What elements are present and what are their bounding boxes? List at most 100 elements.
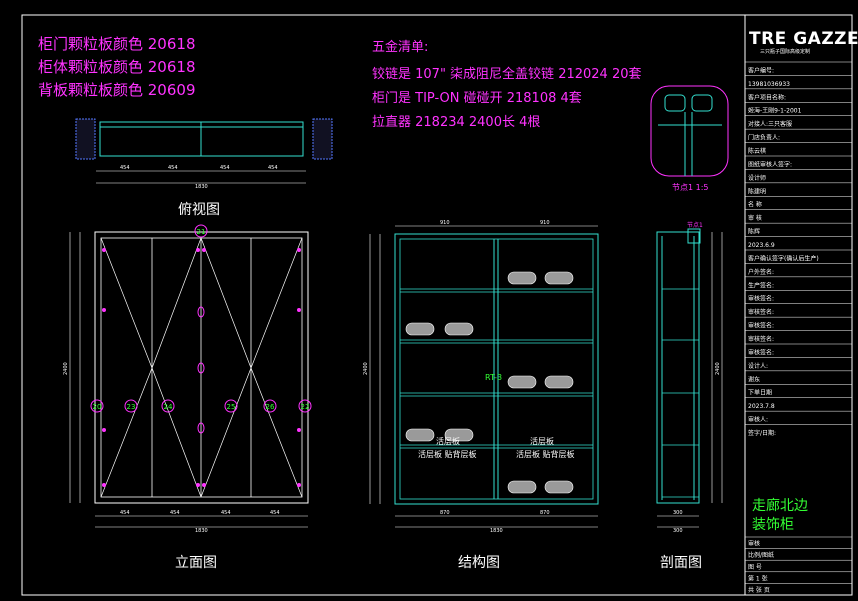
shelf-note: 活层板 xyxy=(436,436,460,446)
hinge-dot xyxy=(297,248,301,252)
title-block-cell: 户外签名: xyxy=(748,268,774,276)
title-block-cell: 谢东 xyxy=(748,375,760,383)
hinge-dot xyxy=(202,248,206,252)
hinge-dot xyxy=(102,428,106,432)
shelf-pin xyxy=(507,271,537,285)
node-detail: 节点1 1:5 xyxy=(650,85,729,192)
node-label: 节点1 1:5 xyxy=(672,183,709,192)
title-block-cell: 审核签名: xyxy=(748,335,774,343)
shelf-note: 活层板 xyxy=(530,436,554,446)
shelf-pin xyxy=(544,480,574,494)
title-block-cell: 名 称 xyxy=(748,201,762,209)
title-block-cell: 陈辉 xyxy=(748,228,760,236)
dimension-text: 300 xyxy=(673,528,683,534)
dimension-text: 454 xyxy=(120,510,130,516)
top-view-right-end xyxy=(312,118,333,160)
title-block-cell: 设计师 xyxy=(748,174,766,182)
view-label-structure: 结构图 xyxy=(458,555,500,571)
hardware-line: 柜门是 TIP-ON 碰碰开 218108 4套 xyxy=(372,90,582,106)
title-block-cell: 客户确认签字(确认后生产) xyxy=(748,254,819,262)
door-tag: 24 xyxy=(164,403,173,411)
door-tag: 21 xyxy=(197,228,206,236)
title-block-footer-cell: 第 1 张 xyxy=(748,574,768,582)
door-tag: 26 xyxy=(266,403,275,411)
drawing-frame xyxy=(21,14,853,596)
dimension-text: 454 xyxy=(270,510,280,516)
title-block-cell: 2023.7.8 xyxy=(748,403,775,410)
shelf-note: 活层板 贴背层板 xyxy=(516,449,575,459)
dimension-text: 454 xyxy=(168,165,178,171)
title-block-cell: 客户编号: xyxy=(748,66,774,74)
title-block-footer-cell: 共 张 页 xyxy=(748,586,770,594)
shelf-pin xyxy=(405,428,435,442)
dimension-text: 454 xyxy=(220,165,230,171)
brand-subtitle: 三只瓶子国际高级定制 xyxy=(760,48,810,55)
door-tag-circle xyxy=(298,399,312,413)
hinge-dot xyxy=(196,248,200,252)
title-block-cell: 客户项目名称: xyxy=(748,93,786,101)
structure-marker: RT-3 xyxy=(485,373,502,382)
node-tag: 节点1 xyxy=(687,221,703,229)
door-tag-circle xyxy=(263,399,277,413)
title-block-cell: 审核签名: xyxy=(748,295,774,303)
brand-logo: TRE GAZZE xyxy=(749,29,858,49)
node-part xyxy=(691,94,713,112)
title-block-cell: 下单日期 xyxy=(748,389,772,397)
project-title: 装饰柜 xyxy=(752,517,794,533)
title-block-cell: 审 核 xyxy=(748,214,762,222)
dimension-text: 2400 xyxy=(715,362,721,375)
door-swing-mark xyxy=(250,237,303,498)
dimension-text: 300 xyxy=(673,510,683,516)
title-block-cell: 签字/日期: xyxy=(748,429,776,437)
shelf-pin xyxy=(544,375,574,389)
door-tag-circle xyxy=(224,399,238,413)
shelf-pin xyxy=(444,322,474,336)
door-tag-circle xyxy=(90,399,104,413)
node-outline xyxy=(650,85,729,177)
title-block-cell: 审核签名: xyxy=(748,308,774,316)
dimension-text: 910 xyxy=(440,220,450,226)
hinge-dot xyxy=(297,428,301,432)
dimension-text: 454 xyxy=(221,510,231,516)
material-note: 柜门颗粒板颜色 20618 xyxy=(38,35,196,53)
hinge-dot xyxy=(102,248,106,252)
title-block-cell: 生产签名: xyxy=(748,281,774,289)
title-block-cell: 门店负责人: xyxy=(748,134,780,142)
hinge-dot xyxy=(196,483,200,487)
dimension-text: 2400 xyxy=(363,362,369,375)
title-block-cell: 对接人:三只客服 xyxy=(748,120,792,128)
hinge-dot xyxy=(297,483,301,487)
shelf-pin xyxy=(544,271,574,285)
hinge-dot xyxy=(297,308,301,312)
shelf-pin xyxy=(507,480,537,494)
title-block-cell: 审核签名: xyxy=(748,348,774,356)
top-view-left-end xyxy=(75,118,96,160)
title-block: TRE GAZZE 三只瓶子国际高级定制 客户编号: 13981036933 客户项… xyxy=(744,15,858,595)
dimension-text: 910 xyxy=(540,220,550,226)
title-block-cell: 审核人: xyxy=(748,416,768,424)
door-tag-circle xyxy=(194,224,208,238)
elevation-outer xyxy=(94,231,309,504)
door-swing-mark xyxy=(200,237,252,498)
handle-mark xyxy=(197,306,205,318)
title-block-cell: 审核签名: xyxy=(748,322,774,330)
door-tag-circle xyxy=(161,399,175,413)
title-block-cell: 陈建明 xyxy=(748,187,766,195)
structure-view: RT-3 活层板 活层板 贴背层板 活层板 活层板 贴背层板 910 910 8… xyxy=(363,220,599,571)
view-label-section: 剖面图 xyxy=(660,555,702,571)
handle-mark xyxy=(197,362,205,374)
shelf-pin xyxy=(444,428,474,442)
dimension-text: 1830 xyxy=(490,528,503,534)
hardware-line: 拉直器 218234 2400长 4根 xyxy=(372,115,540,130)
project-title: 走廊北边 xyxy=(752,497,808,514)
door-tag: 23 xyxy=(127,403,136,411)
door-tag: 22 xyxy=(301,403,310,411)
hardware-title: 五金清单: xyxy=(372,39,428,55)
dimension-text: 454 xyxy=(170,510,180,516)
title-block-cell: 13981036933 xyxy=(748,81,790,88)
door-tag-circle xyxy=(124,399,138,413)
elevation-view: 21 20 23 24 25 26 22 454 454 454 454 183… xyxy=(63,224,312,571)
door-swing-mark xyxy=(151,237,202,498)
dimension-text: 454 xyxy=(120,165,130,171)
section-detail-box xyxy=(687,228,701,244)
